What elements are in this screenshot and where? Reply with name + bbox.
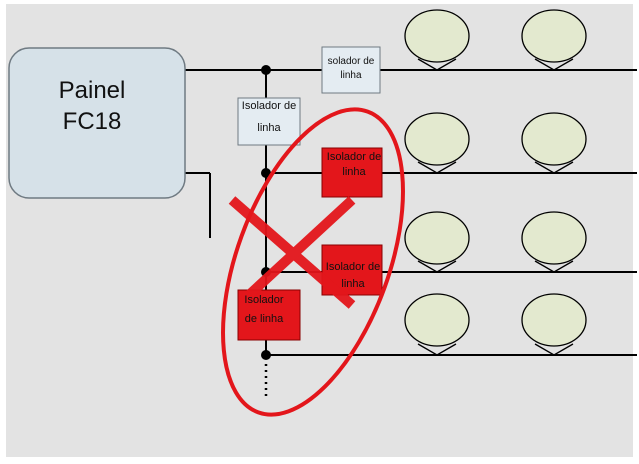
smoke-detector	[404, 9, 470, 63]
junction-dot	[261, 65, 271, 75]
smoke-detector	[521, 112, 587, 166]
fault-cross-marker	[228, 196, 356, 309]
detector-base	[534, 161, 574, 174]
panel-label-line1: Painel	[59, 77, 126, 104]
panel-label-line2: FC18	[63, 108, 122, 135]
smoke-detector	[521, 211, 587, 265]
line-isolator-fault-3: Isolador de linha	[237, 289, 301, 341]
smoke-detector	[404, 112, 470, 166]
isolator-label-line2: de linha	[245, 313, 284, 325]
smoke-detector	[521, 9, 587, 63]
smoke-detector	[404, 211, 470, 265]
isolator-box	[321, 147, 383, 198]
wiring	[185, 69, 637, 356]
line-isolator-trunk: Isolador de linha	[237, 97, 301, 146]
detectors	[404, 9, 587, 356]
isolator-label-line1: Isolador de	[327, 151, 381, 163]
isolator-label-line2: linha	[341, 278, 365, 290]
detector-row-1	[404, 9, 587, 71]
detector-base	[417, 343, 457, 356]
junction-dot	[261, 168, 271, 178]
detector-row-3	[404, 211, 587, 273]
junction-dot	[261, 350, 271, 360]
detector-base	[417, 260, 457, 273]
detector-wire-pieces	[404, 69, 637, 356]
smoke-detector	[404, 293, 470, 347]
isolator-label-line1: Isolador	[244, 294, 283, 306]
isolator-box	[321, 46, 381, 94]
fire-panel	[8, 47, 186, 199]
line-isolator-top: solador de linha	[321, 46, 381, 94]
fault-zone-highlight	[221, 107, 405, 417]
isolator-label-line2: linha	[257, 122, 281, 134]
isolator-label-line2: linha	[342, 166, 366, 178]
isolator-label-line1: Isolador de	[242, 100, 296, 112]
detector-base	[534, 260, 574, 273]
isolator-label-line2: linha	[340, 70, 362, 81]
isolator-label-line1: Isolador de	[326, 261, 380, 273]
line-isolator-fault-1: Isolador de linha	[321, 147, 383, 198]
detector-base	[534, 58, 574, 71]
detector-row-4	[404, 293, 587, 356]
detector-row-2	[404, 112, 587, 174]
fault-cross-stroke	[246, 196, 356, 298]
isolator-box	[237, 97, 301, 146]
detector-base	[534, 343, 574, 356]
isolator-label-line1: solador de	[328, 56, 375, 67]
detector-base	[417, 161, 457, 174]
smoke-detector	[521, 293, 587, 347]
isolator-box	[237, 289, 301, 341]
line-isolator-fault-2: Isolador de linha	[321, 244, 383, 296]
detector-base	[417, 58, 457, 71]
